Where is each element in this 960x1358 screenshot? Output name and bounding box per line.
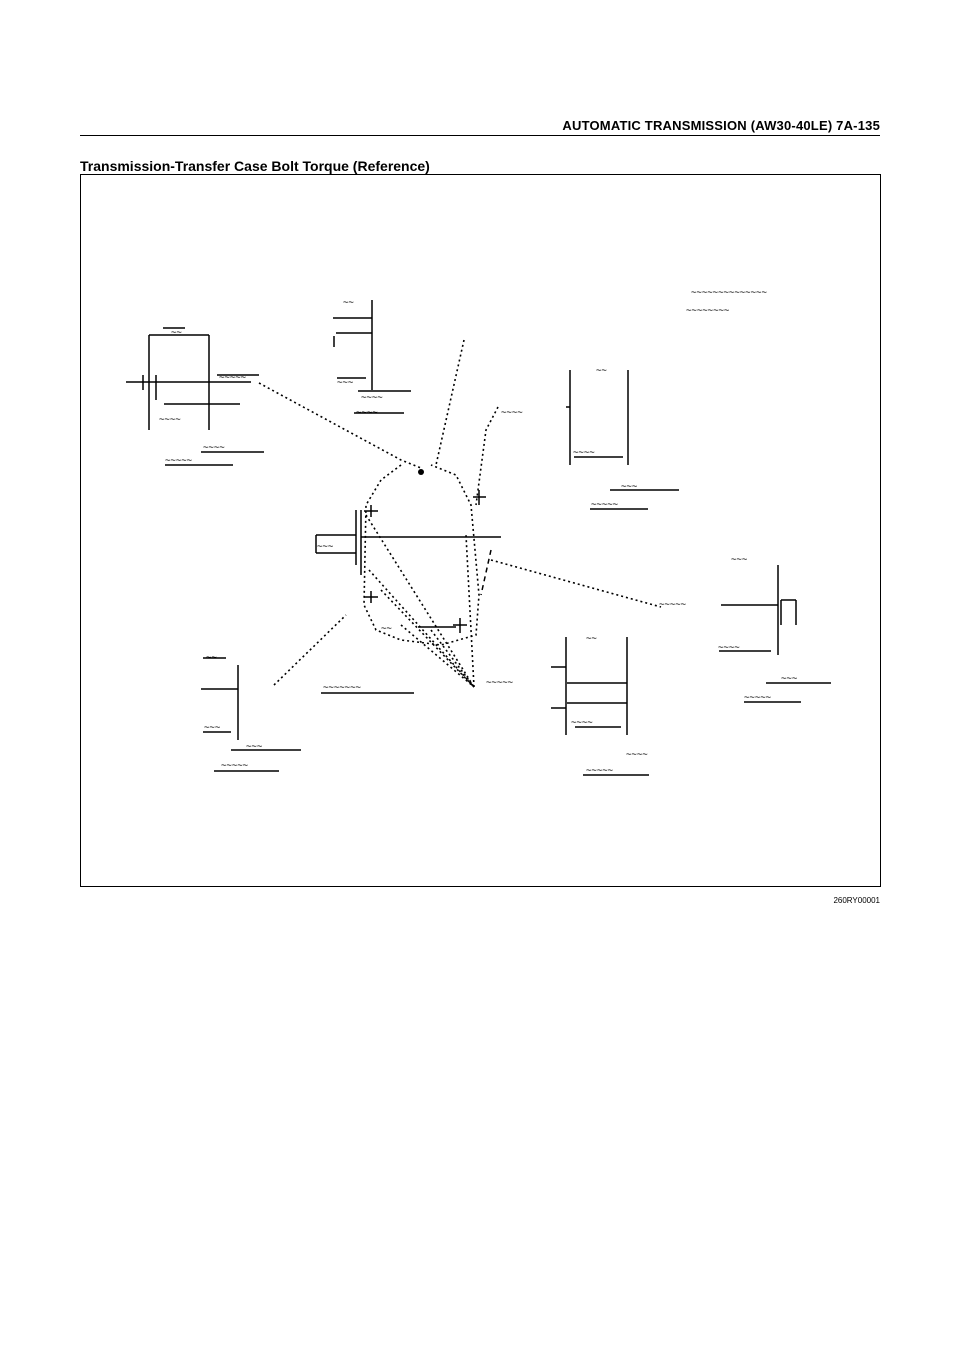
bolt-detail-lower-left <box>201 657 301 772</box>
bolt-torque-diagram: ~~ ~~~~~ ~~~~ ~~~~ ~~~~~ ~~ ~~~ ~~~~ ~~~… <box>80 174 881 887</box>
svg-text:~~~: ~~~ <box>246 742 263 752</box>
svg-text:~~~~~~~: ~~~~~~~ <box>323 683 362 693</box>
svg-text:~~~~: ~~~~ <box>203 443 225 453</box>
svg-text:~~~~~: ~~~~~ <box>659 600 687 610</box>
page-header-title: AUTOMATIC TRANSMISSION (AW30-40LE) 7A-13… <box>562 118 880 133</box>
svg-text:~~: ~~ <box>586 634 597 644</box>
svg-text:~~: ~~ <box>343 298 354 308</box>
callout-glyphs: ~~ ~~~~~ ~~~~ ~~~~ ~~~~~ ~~ ~~~ ~~~~ ~~~… <box>159 288 798 776</box>
svg-text:~~: ~~ <box>171 328 182 338</box>
svg-text:~~: ~~ <box>596 366 607 376</box>
bolt-detail-right <box>719 565 831 703</box>
svg-text:~~~~: ~~~~ <box>626 750 648 760</box>
figure-code: 260RY00001 <box>833 896 880 905</box>
svg-text:~~~: ~~~ <box>781 674 798 684</box>
bolt-detail-upper-right <box>566 370 679 510</box>
svg-text:~~~~~: ~~~~~ <box>744 693 772 703</box>
svg-text:~~~~~: ~~~~~ <box>165 456 193 466</box>
transfer-case-outline <box>315 469 501 694</box>
svg-text:~~~~: ~~~~ <box>718 643 740 653</box>
svg-text:~~~: ~~~ <box>317 542 334 552</box>
svg-text:~~~: ~~~ <box>731 555 748 565</box>
svg-text:~~~: ~~~ <box>337 378 354 388</box>
bolt-detail-upper-left <box>126 327 264 466</box>
section-title: Transmission-Transfer Case Bolt Torque (… <box>80 158 430 174</box>
svg-text:~~~~: ~~~~ <box>501 408 523 418</box>
svg-text:~~~: ~~~ <box>621 482 638 492</box>
svg-text:~~~~~: ~~~~~ <box>586 766 614 776</box>
svg-text:~~~~: ~~~~ <box>356 408 378 418</box>
svg-text:~~~~: ~~~~ <box>159 415 181 425</box>
svg-text:~~~~: ~~~~ <box>573 448 595 458</box>
diagram-drawing: ~~ ~~~~~ ~~~~ ~~~~ ~~~~~ ~~ ~~~ ~~~~ ~~~… <box>126 288 831 776</box>
svg-text:~~: ~~ <box>206 653 217 663</box>
svg-text:~~~~~~~~~~~~~~: ~~~~~~~~~~~~~~ <box>691 288 767 298</box>
svg-text:~~~: ~~~ <box>204 723 221 733</box>
bolt-detail-top-center <box>333 300 411 414</box>
page-header: AUTOMATIC TRANSMISSION (AW30-40LE) 7A-13… <box>80 118 880 136</box>
svg-text:~~~~: ~~~~ <box>361 393 383 403</box>
svg-text:~~~~~: ~~~~~ <box>486 678 514 688</box>
svg-text:~~~~~: ~~~~~ <box>591 500 619 510</box>
svg-text:~~~~~~~~: ~~~~~~~~ <box>686 306 730 316</box>
bolt-detail-lower-center <box>551 637 649 776</box>
svg-text:~~~~~: ~~~~~ <box>219 373 247 383</box>
leader-lines <box>258 339 662 688</box>
svg-text:~~~~~: ~~~~~ <box>221 761 249 771</box>
svg-text:~~~~: ~~~~ <box>571 718 593 728</box>
svg-text:~~: ~~ <box>381 624 392 634</box>
